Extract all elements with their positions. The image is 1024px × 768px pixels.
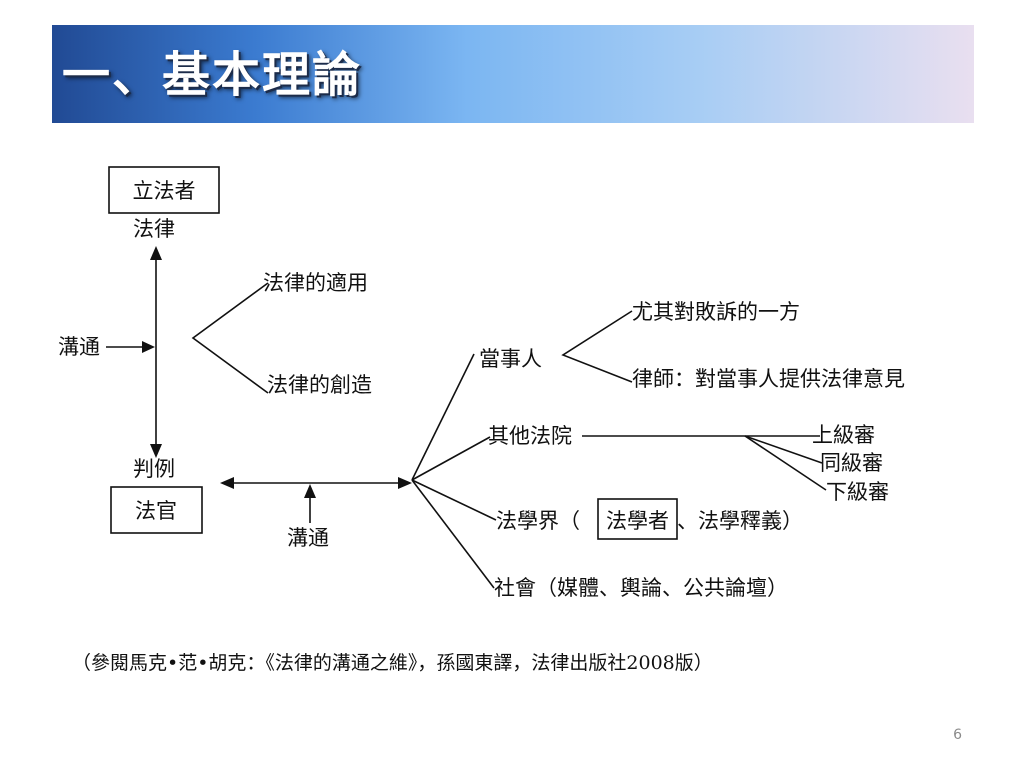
scholars-box [597, 498, 678, 540]
law-application-label: 法律的適用 [263, 271, 368, 295]
party-lawyer-label: 律師：對當事人提供法律意見 [632, 367, 905, 391]
parties-label: 當事人 [479, 347, 542, 371]
judge-box [110, 486, 203, 534]
title-banner [52, 25, 974, 123]
communication-bottom-label: 溝通 [287, 526, 329, 550]
arrow-head-right [398, 477, 412, 489]
court-lower-label: 下級審 [826, 480, 889, 504]
arrow-head-down [150, 444, 162, 458]
court-lower-line [744, 435, 827, 491]
parties-branch [561, 310, 633, 383]
communication-bottom-arrow-head [304, 484, 316, 498]
academia-prefix-label: 法學界（ [496, 509, 580, 533]
court-same-label: 同級審 [820, 451, 883, 475]
fan-line-academia [411, 479, 497, 521]
slide-title: 一、基本理論 [62, 47, 363, 103]
arrow-head-up [150, 246, 162, 260]
application-creation-branch [191, 282, 269, 394]
precedent-label: 判例 [133, 457, 175, 481]
society-label: 社會（媒體、輿論、公共論壇） [494, 576, 788, 600]
academia-scholars-label: 法學者 [606, 509, 669, 533]
court-same-line [744, 435, 823, 464]
party-losing-label: 尤其對敗訴的一方 [632, 300, 800, 324]
page-number: 6 [953, 727, 962, 743]
legislator-label: 立法者 [133, 179, 196, 203]
fan-line-society [411, 479, 495, 589]
fan-line-other-courts [411, 436, 491, 481]
communication-left-arrow-head [142, 341, 155, 353]
legislator-box [108, 166, 220, 214]
court-upper-label: 上級審 [812, 423, 875, 447]
academia-suffix-label: 、法學釋義） [677, 509, 803, 533]
law-creation-label: 法律的創造 [267, 373, 372, 397]
law-label: 法律 [133, 217, 175, 241]
judge-label: 法官 [135, 499, 177, 523]
arrow-head-left [220, 477, 234, 489]
fan-line-parties [411, 353, 475, 481]
citation-text: （參閱馬克•范•胡克：《法律的溝通之維》，孫國東譯，法律出版社2008版） [72, 652, 713, 674]
communication-left-label: 溝通 [58, 335, 100, 359]
other-courts-label: 其他法院 [488, 424, 572, 448]
